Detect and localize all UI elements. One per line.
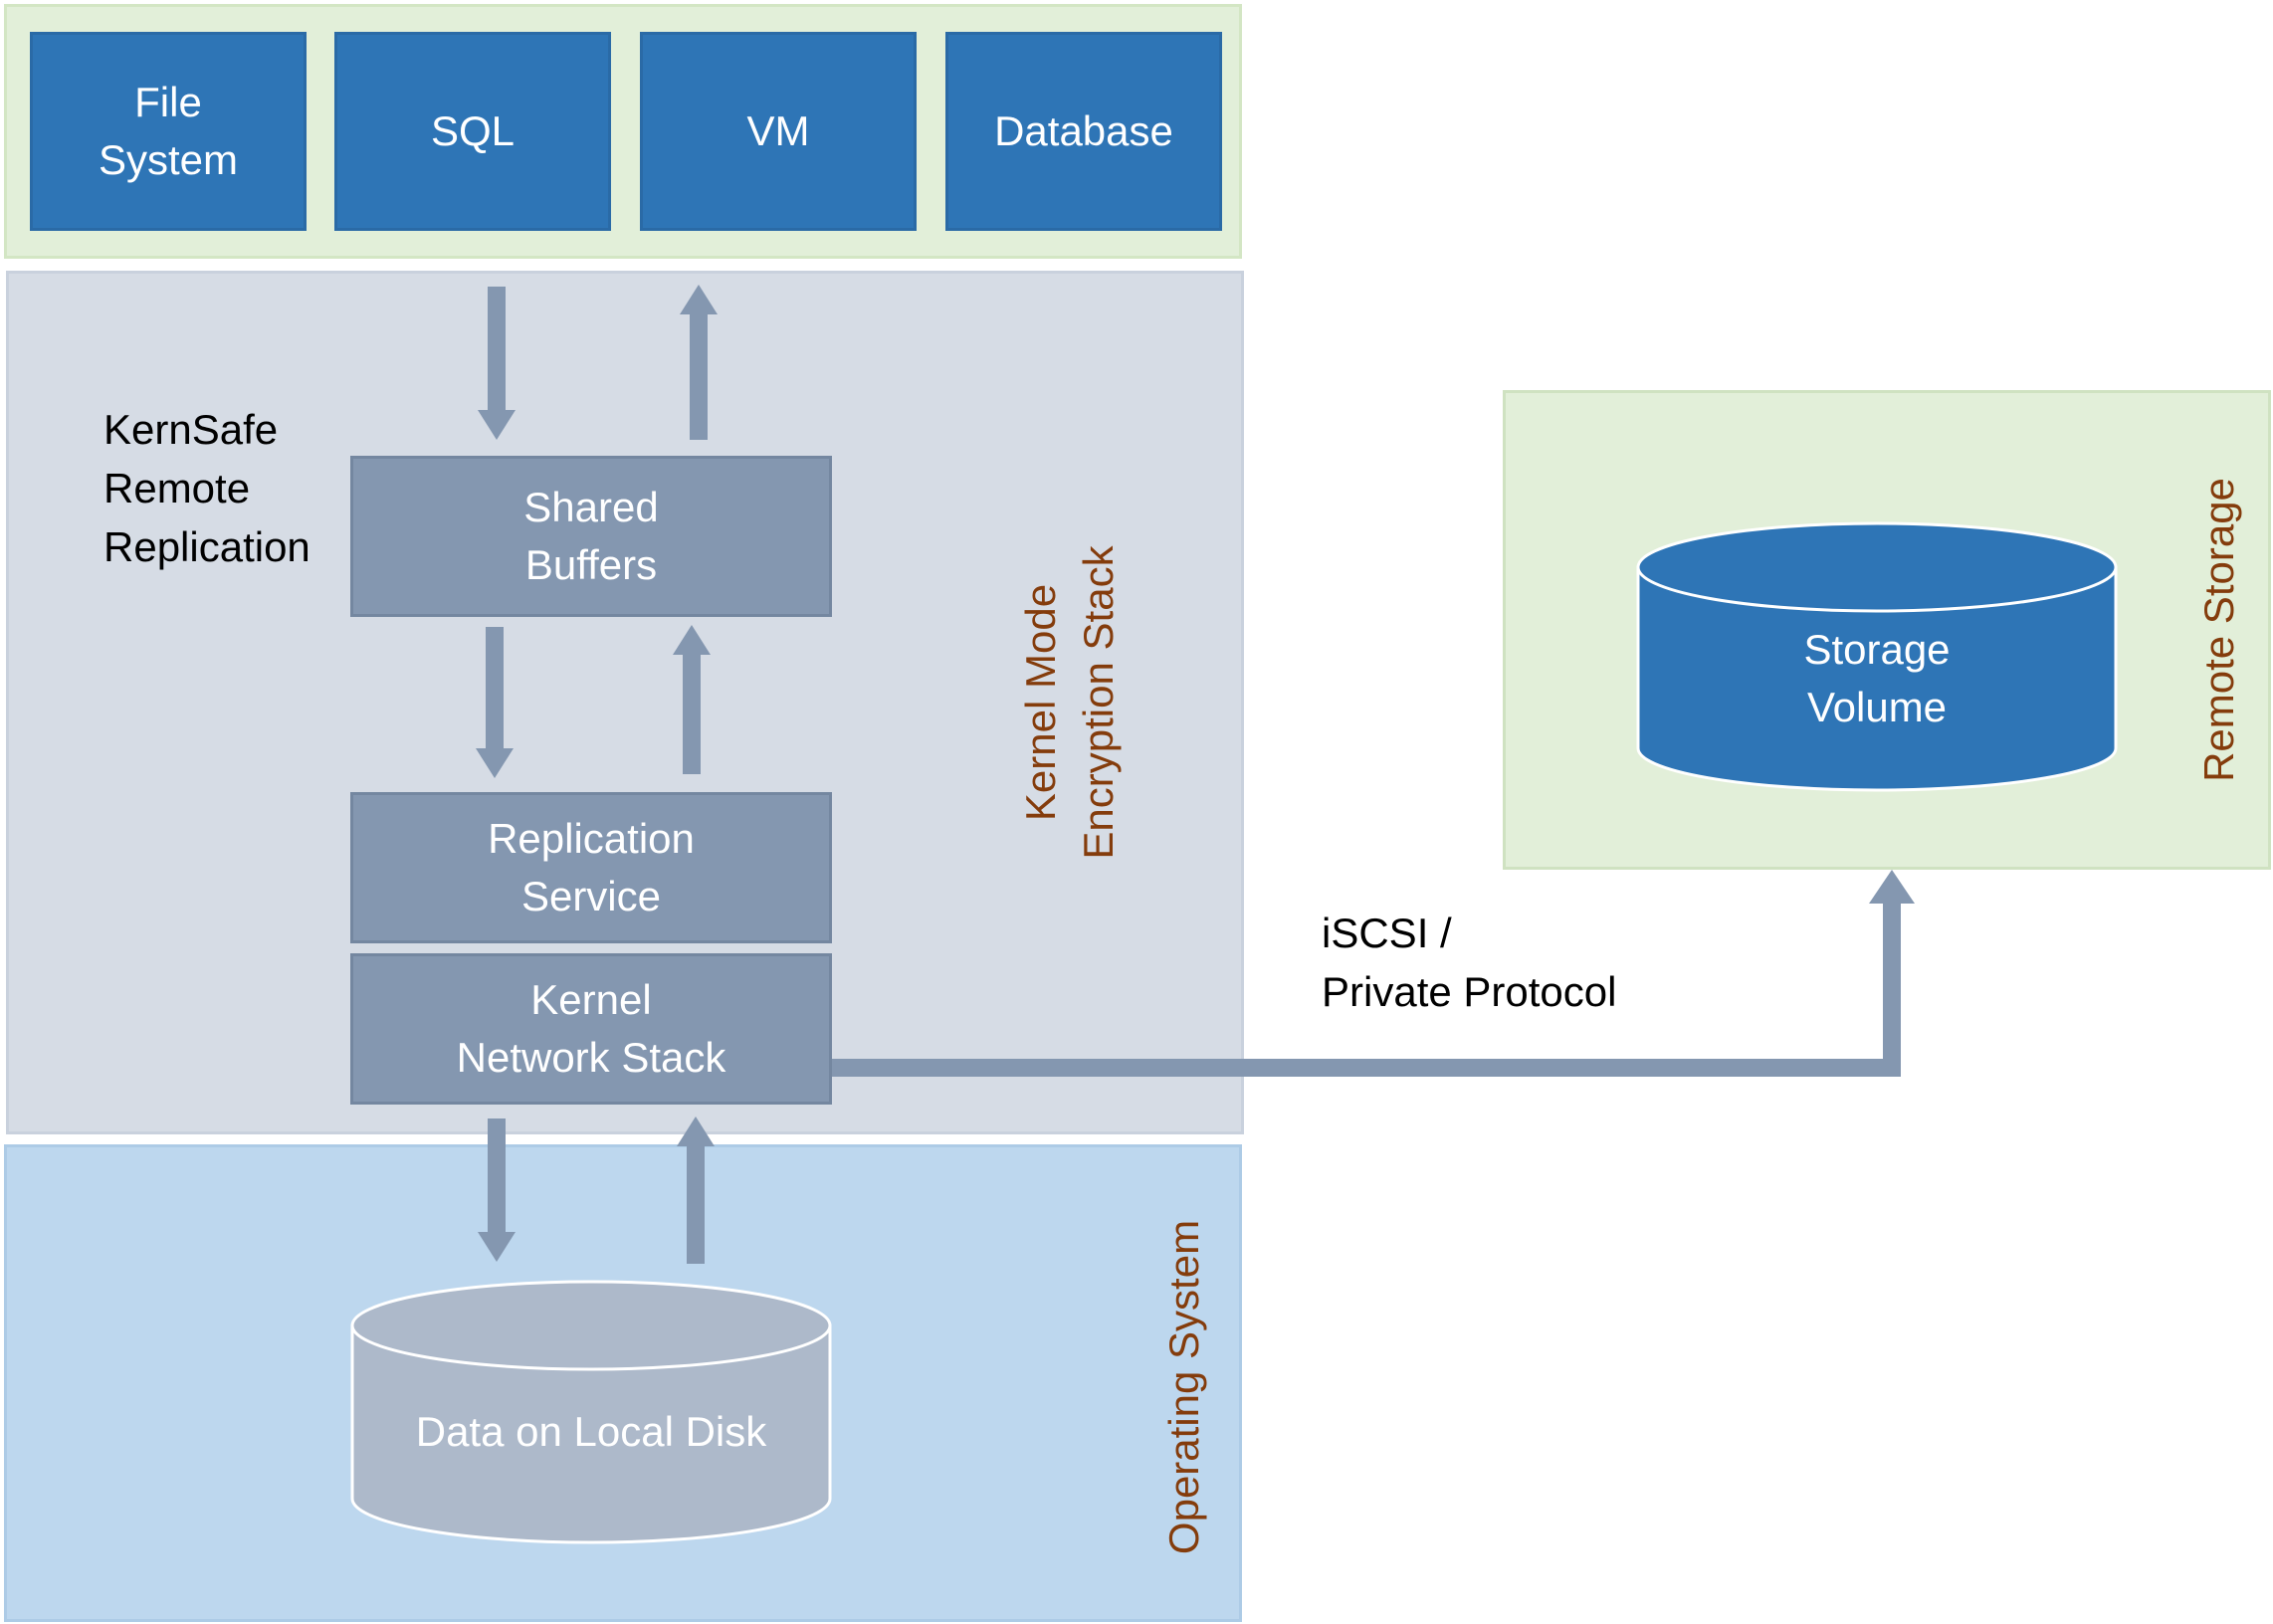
app-box-vm: VM — [640, 32, 917, 231]
app-box-file-system: File System — [30, 32, 307, 231]
app-box-sql: SQL — [334, 32, 611, 231]
replication-service-box: Replication Service — [350, 792, 832, 943]
arrow-up-replication-to-buffers — [673, 625, 711, 774]
kernel-stack-label: Kernel Mode Encryption Stack — [1017, 545, 1122, 860]
operating-system-label: Operating System — [1160, 1219, 1207, 1555]
storage-volume-cylinder — [1636, 521, 2118, 792]
storage-volume-label: Storage Volume — [1803, 626, 1951, 730]
shared-buffers-box: Shared Buffers — [350, 456, 832, 617]
arrow-network-to-remote — [832, 870, 1915, 1077]
arrow-down-apps-to-buffers — [478, 287, 516, 440]
protocol-label: iSCSI / Private Protocol — [1322, 910, 1617, 1015]
local-disk-cylinder — [350, 1280, 832, 1544]
arrow-down-buffers-to-replication — [476, 627, 514, 778]
arrow-up-buffers-to-apps — [680, 285, 718, 440]
app-box-database: Database — [945, 32, 1222, 231]
arrow-down-stack-to-disk — [478, 1118, 516, 1262]
local-disk-label: Data on Local Disk — [415, 1408, 767, 1455]
product-label: KernSafe Remote Replication — [103, 406, 310, 570]
kernel-network-stack-box: Kernel Network Stack — [350, 953, 832, 1105]
remote-storage-label: Remote Storage — [2195, 478, 2242, 782]
arrow-up-disk-to-stack — [677, 1116, 715, 1264]
